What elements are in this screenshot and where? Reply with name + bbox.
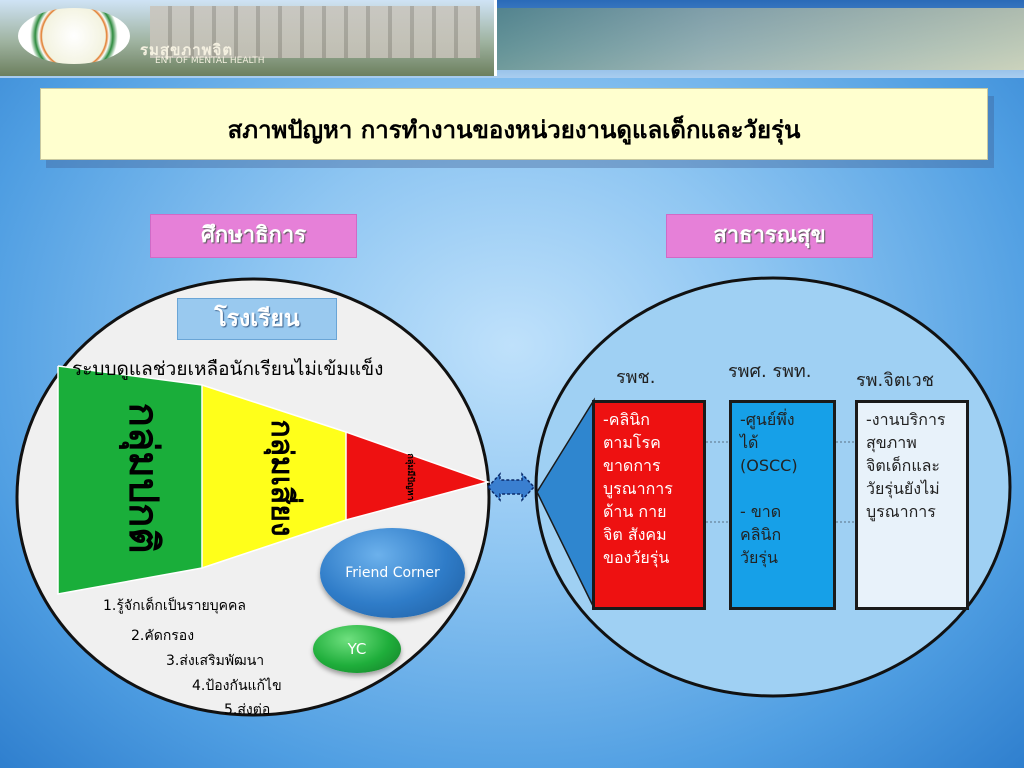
header-photo: รมสุขภาพจิต ENT OF MENTAL HEALTH <box>0 0 497 76</box>
friend-corner-oval: Friend Corner <box>320 528 465 618</box>
psychiatric-hospital-heading: รพ.จิตเวช <box>856 370 934 391</box>
page-title: สภาพปัญหา การทำงานของหน่วยงานดูแลเด็กและ… <box>227 116 801 144</box>
funnel-section-normal <box>58 366 202 594</box>
step-item: 4.ป้องกันแก้ไข <box>192 678 282 694</box>
department-logo <box>18 8 130 64</box>
community-hospital-heading: รพช. <box>616 367 656 388</box>
psychiatric-hospital-text: -งานบริการ สุขภาพ จิตเด็กและ วัยรุ่นยังไ… <box>866 410 946 521</box>
step-item: 3.ส่งเสริมพัฒนา <box>166 653 265 669</box>
building-image <box>150 6 480 58</box>
header-sign-thai: รมสุขภาพจิต <box>140 41 234 59</box>
community-hospital-box: -คลินิก ตามโรค ขาดการ บูรณาการ ด้าน กาย … <box>592 400 706 610</box>
psychiatric-hospital-box: -งานบริการ สุขภาพ จิตเด็กและ วัยรุ่นยังไ… <box>855 400 969 610</box>
community-hospital-text: -คลินิก ตามโรค ขาดการ บูรณาการ ด้าน กาย … <box>603 410 673 567</box>
funnel-outline <box>57 365 491 595</box>
step-item: 5.ส่งต่อ <box>224 702 271 718</box>
step-item: 1.รู้จักเด็กเป็นรายบุคคล <box>103 598 246 614</box>
funnel-label-problem: กลุ่มมีปัญหา <box>405 453 416 500</box>
school-label: โรงเรียน <box>177 298 337 340</box>
yc-oval: YC <box>313 625 401 673</box>
header-decoration <box>497 8 1024 70</box>
header-sign-english: ENT OF MENTAL HEALTH <box>155 56 265 66</box>
funnel-label-risk: กลุ่มเสี่ยง <box>263 419 304 536</box>
public-health-label: สาธารณสุข <box>666 214 873 258</box>
funnel-section-problem <box>346 432 488 520</box>
header-banner: รมสุขภาพจิต ENT OF MENTAL HEALTH <box>0 0 1024 78</box>
connector-arrow-icon <box>486 472 536 502</box>
student-care-system-text: ระบบดูแลช่วยเหลือนักเรียนไม่เข้มแข็ง <box>72 358 384 380</box>
funnel-section-risk <box>202 385 346 568</box>
title-box: สภาพปัญหา การทำงานของหน่วยงานดูแลเด็กและ… <box>40 88 988 160</box>
regional-hospital-box: -ศูนย์พึ่ง ได้ (OSCC) - ขาด คลินิก วัยรุ… <box>729 400 836 610</box>
funnel-label-normal: กลุ่มปกติ <box>118 403 166 554</box>
regional-hospital-text: -ศูนย์พึ่ง ได้ (OSCC) - ขาด คลินิก วัยรุ… <box>740 410 798 567</box>
education-label: ศึกษาธิการ <box>150 214 357 258</box>
regional-hospital-heading: รพศ. รพท. <box>728 361 812 382</box>
step-item: 2.คัดกรอง <box>131 628 195 644</box>
